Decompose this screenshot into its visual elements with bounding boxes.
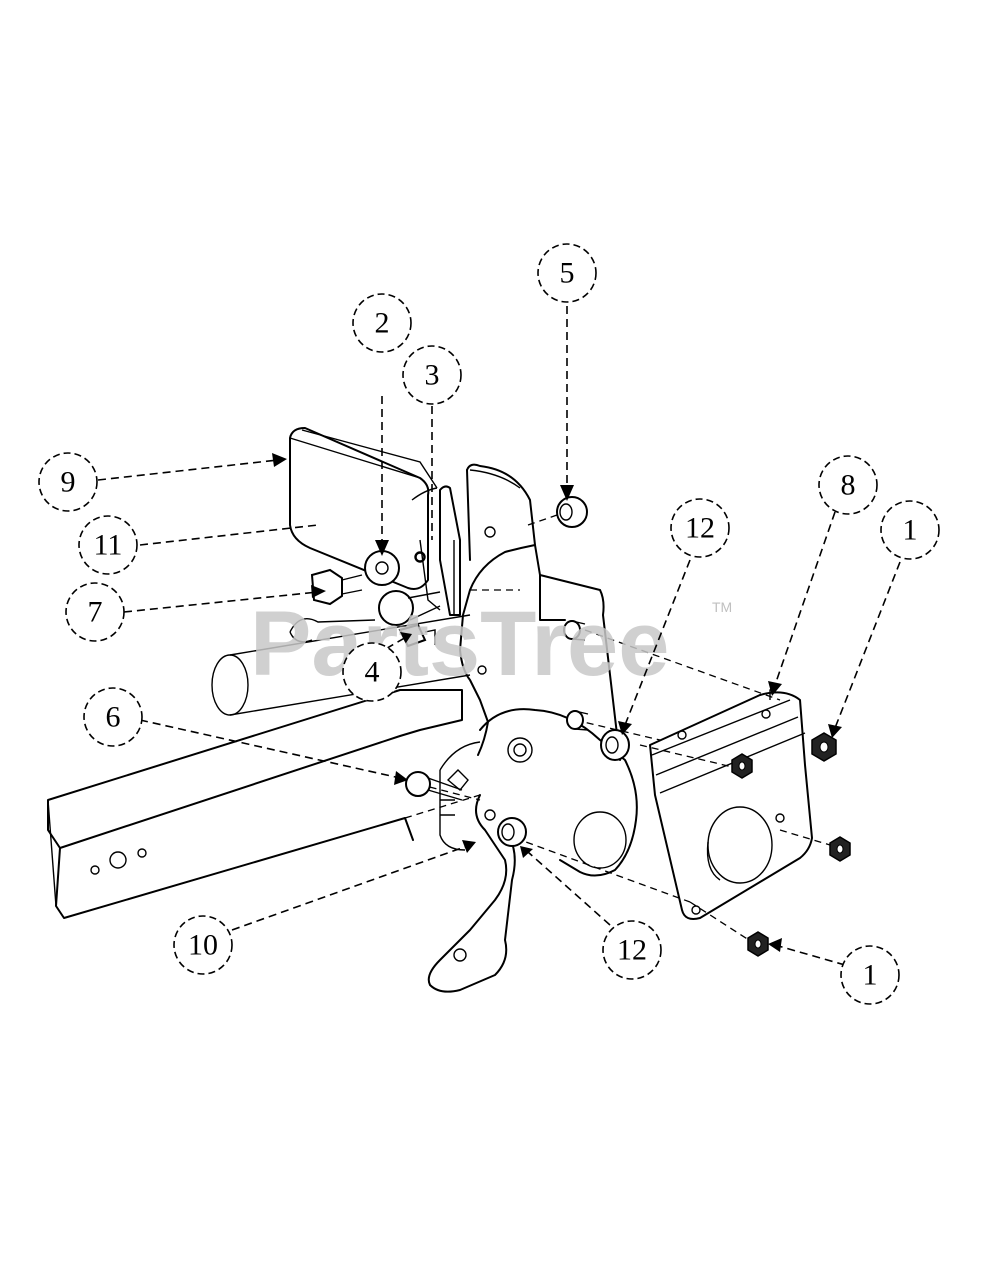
watermark-trademark: TM bbox=[712, 599, 732, 615]
callout-9-label: 9 bbox=[61, 466, 76, 499]
callout-2-label: 2 bbox=[375, 307, 390, 340]
bushing-12-upper bbox=[600, 729, 630, 761]
callout-6-label: 6 bbox=[106, 701, 121, 734]
axle-tube bbox=[211, 614, 471, 716]
bracket-plate bbox=[439, 485, 461, 616]
pivot-plate bbox=[459, 463, 621, 761]
callout-12a: 12 bbox=[670, 498, 730, 558]
spacer-5 bbox=[527, 496, 588, 528]
callout-9: 9 bbox=[38, 452, 98, 512]
callout-2: 2 bbox=[352, 293, 412, 353]
washer-2 bbox=[364, 550, 400, 586]
callout-1b-label: 1 bbox=[863, 959, 878, 992]
bushing-12-lower bbox=[484, 809, 527, 847]
callout-3: 3 bbox=[402, 345, 462, 405]
nut-1-middle bbox=[731, 753, 753, 779]
callout-1a: 1 bbox=[880, 500, 940, 560]
callout-4-label: 4 bbox=[365, 656, 380, 689]
callout-10: 10 bbox=[173, 915, 233, 975]
side-plate bbox=[649, 684, 813, 920]
watermark-text: PartsTree bbox=[250, 593, 669, 695]
partstree-watermark: PartsTree TM bbox=[250, 593, 732, 695]
callout-7-label: 7 bbox=[88, 596, 103, 629]
callout-11: 11 bbox=[78, 515, 138, 575]
callout-8: 8 bbox=[818, 455, 878, 515]
leader-lines bbox=[97, 306, 901, 966]
hardware bbox=[289, 496, 851, 957]
stud-pins bbox=[563, 620, 589, 731]
callout-12b: 12 bbox=[602, 920, 662, 980]
callouts: 2 3 5 9 8 1 12 11 bbox=[38, 243, 940, 1005]
upper-plate bbox=[289, 427, 441, 611]
callout-4: 4 bbox=[342, 642, 402, 702]
nut-1-lower bbox=[747, 931, 769, 957]
callout-11-label: 11 bbox=[94, 529, 123, 562]
callout-8-label: 8 bbox=[841, 469, 856, 502]
callout-3-label: 3 bbox=[425, 359, 440, 392]
callout-1a-label: 1 bbox=[903, 514, 918, 547]
callout-5-label: 5 bbox=[560, 257, 575, 290]
nut-1-upper bbox=[811, 732, 837, 762]
pin-3 bbox=[415, 552, 425, 562]
nut-1-right bbox=[829, 836, 851, 862]
callout-1b: 1 bbox=[840, 945, 900, 1005]
bolt-7 bbox=[310, 568, 363, 606]
callout-12b-label: 12 bbox=[617, 934, 647, 967]
assembly-lines bbox=[417, 629, 831, 943]
callout-12a-label: 12 bbox=[685, 512, 715, 545]
callout-5: 5 bbox=[537, 243, 597, 303]
bolt-6 bbox=[405, 771, 463, 801]
callout-6: 6 bbox=[83, 687, 143, 747]
callout-10-label: 10 bbox=[188, 929, 218, 962]
frame-rail bbox=[47, 689, 481, 919]
callout-7: 7 bbox=[65, 582, 125, 642]
